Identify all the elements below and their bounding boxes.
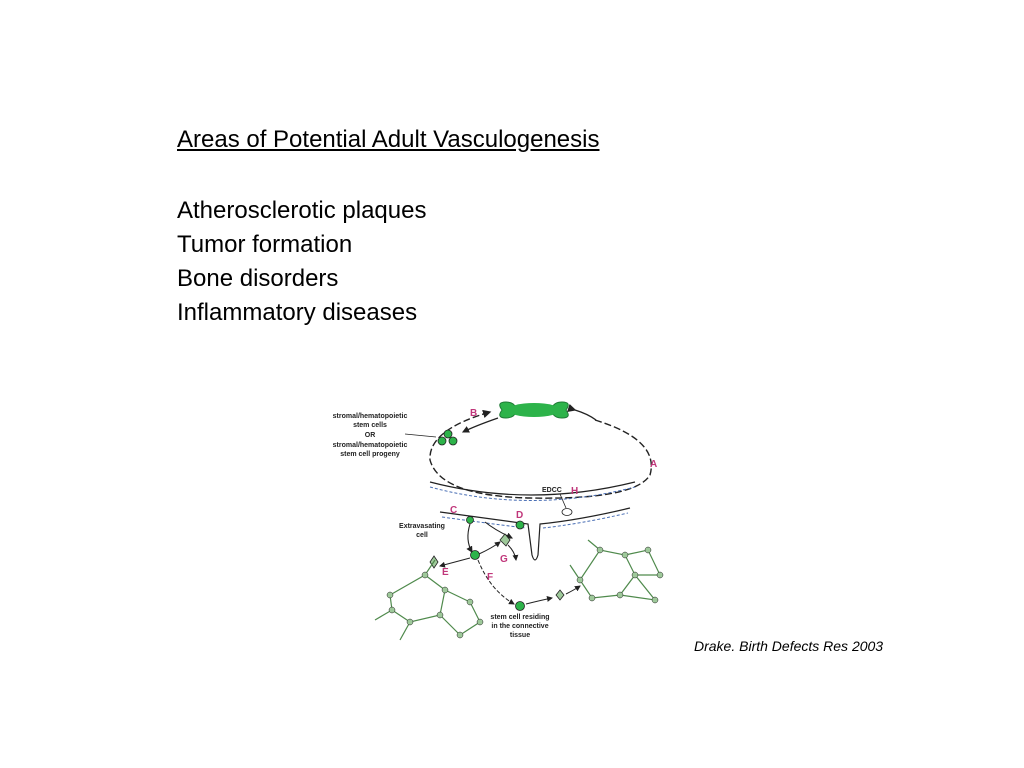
diagram-svg: stromal/hematopoietic stem cells OR stro… (333, 401, 664, 641)
vasculogenesis-diagram: stromal/hematopoietic stem cells OR stro… (330, 390, 680, 650)
stem-cell-cluster (437, 429, 458, 446)
blood-vessel (429, 481, 636, 561)
step-letter-h: H (571, 486, 578, 497)
step-letter-g: G (500, 554, 508, 565)
residing-label: tissue (510, 632, 530, 639)
step-letter-f: F (487, 572, 493, 583)
edcc-label: EDCC (542, 487, 562, 494)
step-letter-e: E (442, 567, 449, 578)
step-letter-a: A (650, 459, 657, 470)
g-cell (499, 533, 511, 547)
stem-cells-label: stem cell progeny (340, 451, 400, 458)
return-arrow (567, 403, 597, 421)
migrating-cell (470, 550, 480, 560)
left-vessel-network (374, 559, 481, 641)
list-item: Atherosclerotic plaques (177, 197, 427, 224)
extravasating-cell (466, 516, 474, 524)
extravasating-label: Extravasating (399, 523, 445, 530)
step-letter-d: D (516, 510, 523, 521)
bone-to-cells-arrow (461, 417, 499, 433)
citation: Drake. Birth Defects Res 2003 (694, 638, 884, 654)
stem-cells-label: stromal/hematopoietic (333, 413, 408, 420)
edcc-cell (561, 508, 573, 516)
residing-label: stem cell residing (490, 614, 549, 621)
list-item: Inflammatory diseases (177, 299, 418, 326)
list-item: Bone disorders (177, 265, 339, 292)
circulation-loop (429, 409, 652, 499)
step-letter-c: C (450, 505, 457, 516)
d-cell (515, 520, 525, 530)
vasculogenesis-areas-list: Atherosclerotic plaques Tumor formation … (177, 194, 426, 330)
stem-cells-label: OR (365, 432, 376, 439)
step-letter-b: B (470, 408, 477, 419)
residing-cell (515, 601, 525, 611)
stem-cells-label: stromal/hematopoietic (333, 442, 408, 449)
stem-cells-label: stem cells (353, 422, 387, 429)
list-item: Tumor formation (177, 231, 353, 258)
bone-icon (499, 401, 569, 419)
extravasating-label: cell (416, 532, 428, 539)
slide-title: Areas of Potential Adult Vasculogenesis (177, 126, 600, 153)
residing-label: in the connective (491, 623, 548, 630)
